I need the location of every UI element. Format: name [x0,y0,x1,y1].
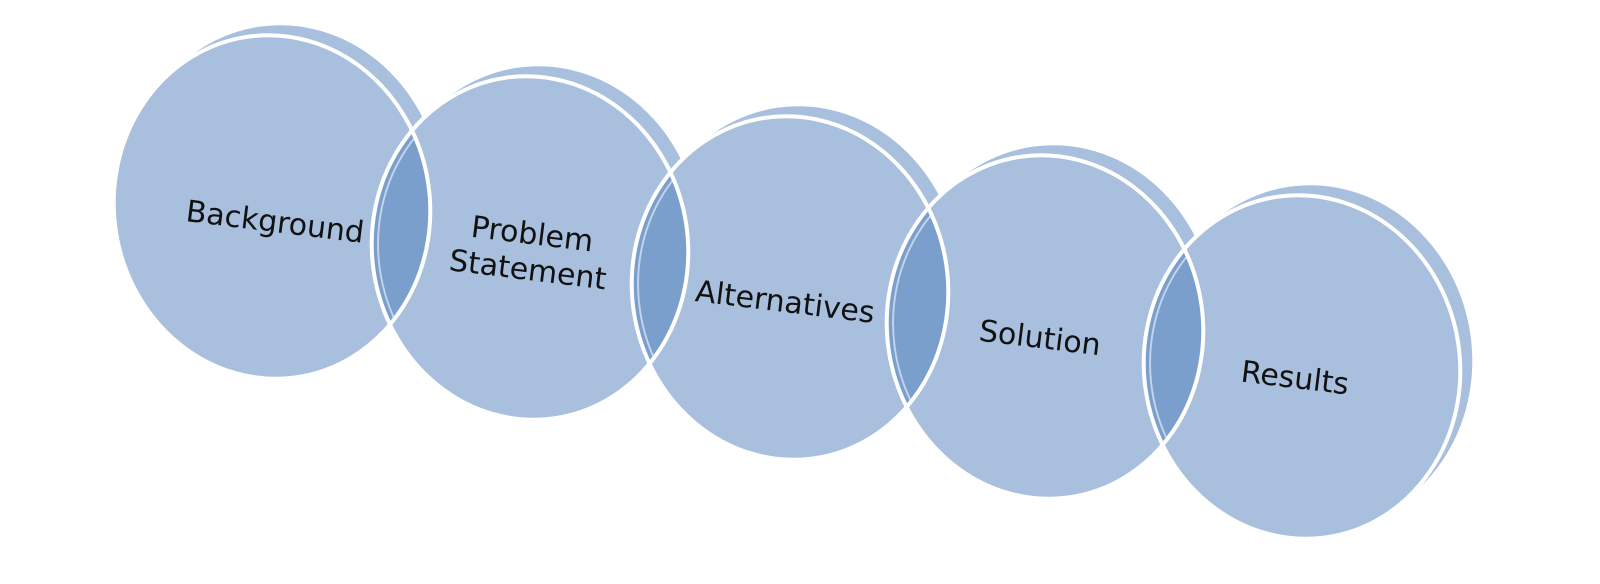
circle-outlines [111,33,1463,541]
overlap-highlight [377,82,453,400]
step-circle-outline [629,114,951,462]
step-circle [886,155,1204,499]
step-circle-outline [369,74,691,422]
overlap-highlight [892,161,971,481]
overlap-highlight [637,122,711,441]
circle-fills [113,35,1461,539]
step-circle-outline [884,153,1206,501]
step-circle-outline [1141,193,1463,541]
step-circle [1143,195,1461,539]
overlap-highlight [1149,201,1226,520]
step-circle [371,76,689,420]
step-circle [113,35,431,379]
step-circle [631,116,949,460]
step-circle-outline [111,33,433,381]
